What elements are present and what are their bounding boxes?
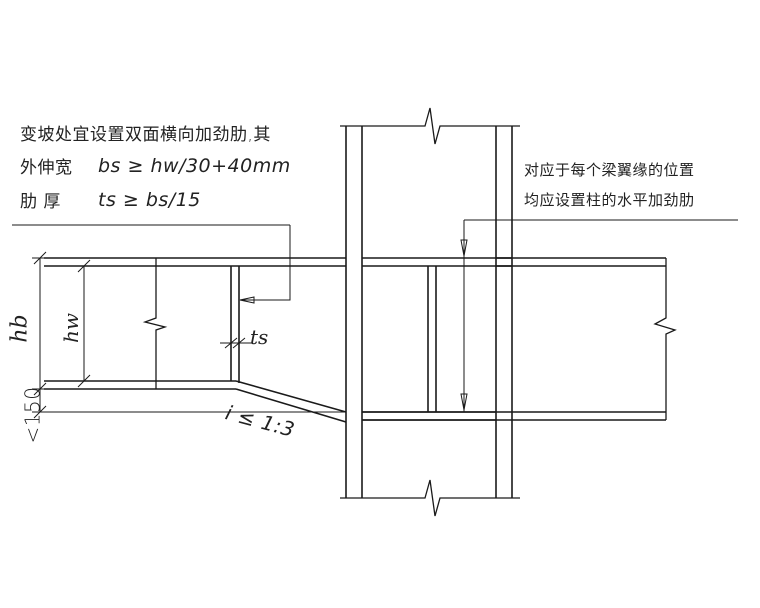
left-note-line2-label: 外伸宽 bbox=[20, 158, 73, 178]
dim-150 bbox=[32, 389, 346, 419]
right-beam bbox=[362, 257, 677, 421]
left-beam bbox=[44, 257, 347, 423]
dim-hw bbox=[76, 259, 100, 388]
label-150: <150 bbox=[20, 386, 45, 444]
panel-zone bbox=[362, 266, 496, 421]
column bbox=[340, 107, 520, 517]
right-note-line2: 均应设置柱的水平加劲肋 bbox=[524, 191, 695, 209]
dim-hb bbox=[32, 251, 60, 396]
dim-ts bbox=[220, 337, 252, 349]
label-hw: hw bbox=[59, 313, 83, 343]
left-note-line3-formula: ts ≥ bs/15 bbox=[98, 189, 201, 211]
left-note-line1: 变坡处宜设置双面横向加劲肋,其 bbox=[20, 125, 271, 145]
left-note-line3-label: 肋 厚 bbox=[20, 192, 61, 212]
left-note-leader bbox=[12, 224, 291, 304]
left-note-line2-formula: bs ≥ hw/30+40mm bbox=[98, 155, 291, 177]
label-ts: ts bbox=[250, 325, 269, 349]
right-note-leader bbox=[460, 219, 738, 412]
label-hb: hb bbox=[7, 314, 33, 343]
right-note-line1: 对应于每个梁翼缘的位置 bbox=[524, 161, 695, 179]
